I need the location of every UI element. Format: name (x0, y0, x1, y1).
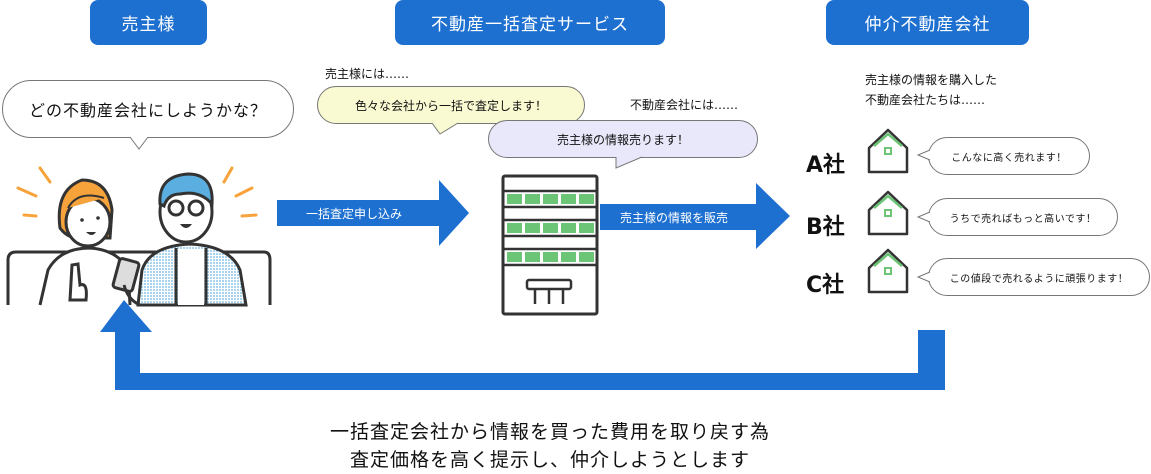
service-to-seller-bubble: 色々な会社から一括で査定します！ (317, 86, 585, 124)
seller-speech-text: どの不動産会社にしようかな？ (28, 101, 267, 120)
seller-bubble-tail (129, 136, 149, 150)
header-service: 不動産一括査定サービス (395, 0, 665, 45)
header-broker: 仲介不動産会社 (826, 0, 1029, 45)
company-a-quote: こんなに高く売れます！ (951, 152, 1067, 164)
seller-couple-illustration (6, 166, 272, 307)
company-a-bubble: こんなに高く売れます！ (928, 137, 1090, 175)
company-a-label: A社 (806, 153, 846, 178)
company-b-bubble-tail (917, 211, 931, 223)
company-c-quote: この値段で売れるように頑張ります！ (949, 273, 1129, 285)
seller-speech-bubble: どの不動産会社にしようかな？ (2, 80, 294, 138)
woman-figure (38, 178, 132, 306)
house-icon (867, 190, 909, 236)
sparkle-right-icon (222, 166, 258, 218)
house-icon (867, 128, 909, 174)
company-b-quote: うちで売ればもっと高いです！ (949, 213, 1097, 225)
header-seller: 売主様 (90, 0, 207, 45)
company-b-bubble: うちで売ればもっと高いです！ (928, 198, 1118, 236)
phone-icon (111, 257, 141, 293)
service-to-company-text: 売主様の情報売ります！ (556, 132, 689, 147)
conclusion-line1: 一括査定会社から情報を買った費用を取り戻す為 (329, 421, 770, 443)
service-to-company-bubble: 売主様の情報売ります！ (488, 120, 758, 158)
apply-arrow (277, 180, 469, 246)
man-figure (122, 172, 248, 307)
company-b-label: B社 (806, 215, 845, 240)
service-to-seller-text: 色々な会社から一括で査定します！ (354, 98, 547, 113)
house-icon (867, 248, 909, 294)
company-a-bubble-tail (917, 149, 931, 161)
broker-caption: 売主様の情報を購入した 不動産会社たちは…… (865, 70, 997, 110)
broker-caption-line2: 不動産会社たちは…… (865, 93, 986, 107)
sparkle-left-icon (16, 166, 52, 218)
broker-caption-line1: 売主様の情報を購入した (865, 73, 998, 87)
apply-arrow-label: 一括査定申し込み (306, 207, 403, 221)
company-c-bubble: この値段で売れるように頑張ります！ (928, 258, 1150, 296)
sell-info-arrow-label: 売主様の情報を販売 (620, 211, 729, 225)
company-c-bubble-tail (917, 271, 931, 283)
sell-info-arrow (600, 183, 790, 249)
return-arrow (100, 300, 945, 390)
service-company-caption: 不動産会社には…… (630, 98, 739, 112)
building-icon (501, 174, 599, 316)
conclusion-line2: 査定価格を高く提示し、仲介しようとします (349, 449, 750, 471)
service-seller-bubble-tail (431, 122, 459, 135)
service-seller-caption: 売主様には…… (325, 67, 410, 81)
company-c-label: C社 (806, 273, 845, 298)
conclusion-text: 一括査定会社から情報を買った費用を取り戻す為 査定価格を高く提示し、仲介しようと… (0, 418, 1100, 474)
service-company-bubble-tail (615, 156, 643, 169)
